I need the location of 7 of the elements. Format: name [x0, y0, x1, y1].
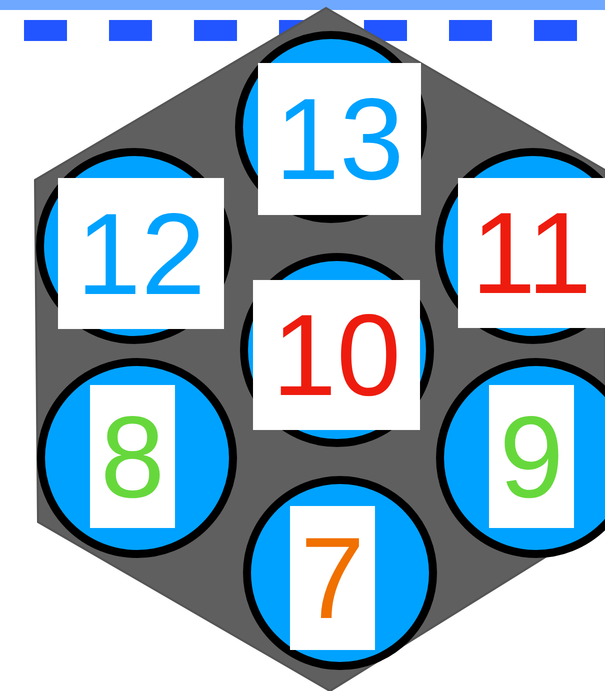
number-label: 7	[290, 506, 375, 650]
number-label: 10	[253, 280, 420, 430]
number-label: 9	[489, 385, 574, 528]
number-label: 13	[258, 63, 421, 215]
number-label: 12	[58, 178, 224, 329]
number-label: 11	[458, 178, 605, 328]
number-label: 8	[90, 385, 175, 528]
